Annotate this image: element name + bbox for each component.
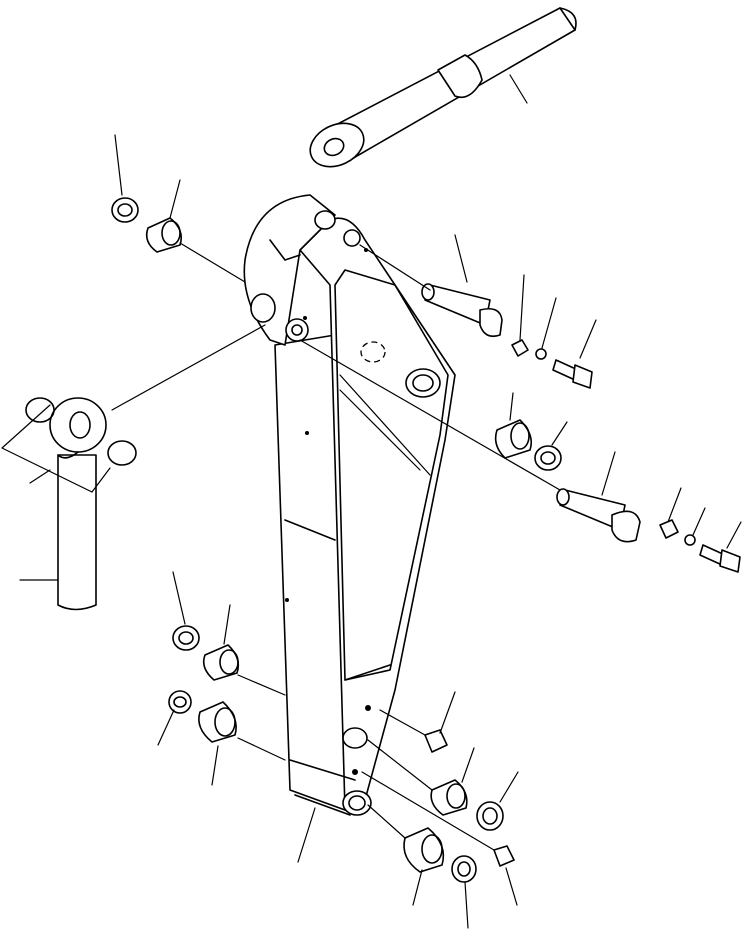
grease-fitting-1 bbox=[424, 729, 448, 753]
upper-pin bbox=[421, 283, 503, 338]
assembly-lines bbox=[111, 242, 561, 851]
bushing-mid bbox=[494, 419, 533, 459]
seal-top-left bbox=[111, 197, 139, 223]
bolt-middle bbox=[699, 544, 741, 573]
arm-cylinder-rod bbox=[309, 7, 577, 168]
seal-lower-left-2 bbox=[168, 690, 192, 714]
bushing-lower-right-1 bbox=[430, 779, 468, 816]
bushing-lower-left-2 bbox=[198, 701, 237, 743]
bushing-lower-left-1 bbox=[202, 644, 240, 681]
bushing-top-left bbox=[145, 217, 183, 253]
washer-middle bbox=[684, 534, 696, 546]
seal-mid bbox=[534, 445, 562, 471]
seal-lower-right-2 bbox=[451, 855, 477, 883]
seal-lower-right-1 bbox=[476, 801, 504, 831]
excavator-arm bbox=[243, 194, 456, 816]
o-ring-right bbox=[107, 440, 137, 466]
bucket-cylinder bbox=[49, 397, 107, 611]
grease-fitting-2 bbox=[493, 845, 515, 867]
lock-plate-upper bbox=[511, 339, 529, 357]
middle-pin bbox=[556, 488, 641, 543]
lock-plate-middle bbox=[659, 519, 679, 539]
washer-upper bbox=[535, 348, 547, 360]
bushing-lower-right-2 bbox=[403, 827, 445, 873]
o-ring-left bbox=[25, 397, 55, 423]
seal-lower-left-1 bbox=[172, 625, 200, 651]
bolt-upper bbox=[552, 359, 593, 389]
leader-lines bbox=[19, 74, 742, 929]
